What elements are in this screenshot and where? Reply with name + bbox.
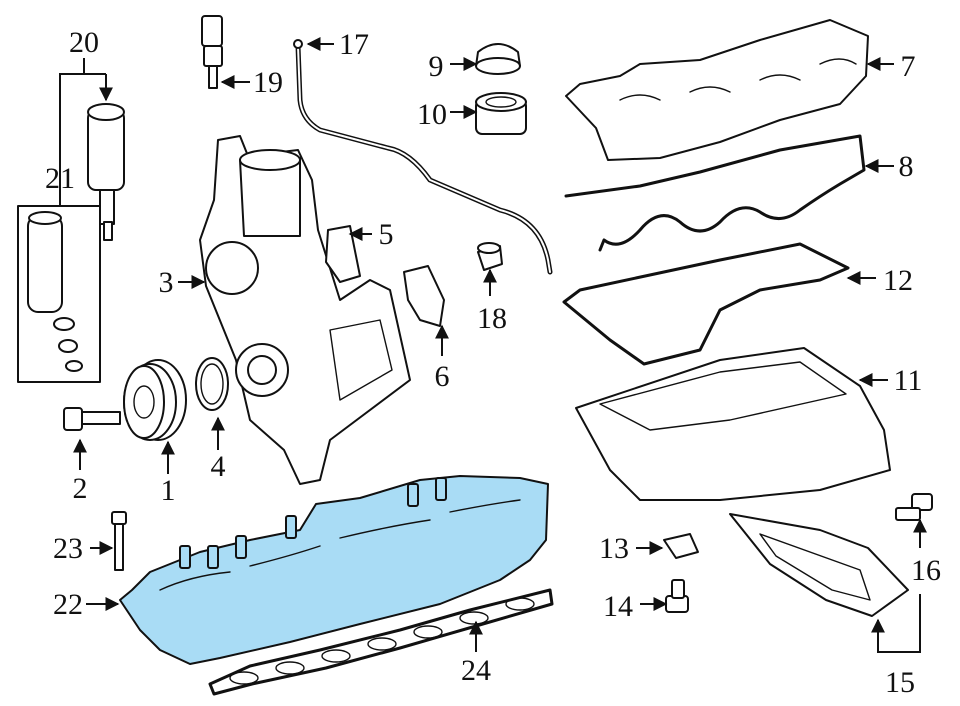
baffle <box>663 533 699 559</box>
callout-10: 10 <box>417 98 447 131</box>
valve-cover <box>565 19 869 161</box>
leader-lines <box>59 37 927 653</box>
callout-17: 17 <box>339 28 369 61</box>
drain-plug <box>665 579 689 613</box>
grommet <box>477 242 503 271</box>
pulley-bolt <box>63 407 121 431</box>
callout-12: 12 <box>883 264 913 297</box>
callout-23: 23 <box>53 532 83 565</box>
filter-kit-box <box>17 205 101 383</box>
filler-cap <box>475 43 521 75</box>
callout-9: 9 <box>429 50 444 83</box>
pan-bolt <box>895 493 933 521</box>
callout-8: 8 <box>899 150 914 183</box>
callout-20: 20 <box>69 26 99 59</box>
intake-manifold <box>119 475 549 665</box>
manifold-bolt <box>111 511 127 571</box>
callout-2: 2 <box>73 472 88 505</box>
oil-pan-gasket <box>562 242 850 366</box>
sensor <box>201 15 223 89</box>
crank-pulley <box>123 359 187 441</box>
callout-24: 24 <box>461 654 491 687</box>
callout-13: 13 <box>599 532 629 565</box>
dipstick-handle <box>293 39 303 49</box>
filler-neck <box>475 92 527 135</box>
timing-cover <box>199 135 411 485</box>
callout-11: 11 <box>894 364 923 397</box>
callout-6: 6 <box>435 360 450 393</box>
callout-7: 7 <box>901 50 916 83</box>
oil-pan <box>575 347 891 501</box>
callout-3: 3 <box>159 266 174 299</box>
callout-15: 15 <box>885 666 915 699</box>
callout-18: 18 <box>477 302 507 335</box>
pan-plate <box>729 513 909 617</box>
callout-16: 16 <box>911 554 941 587</box>
callout-4: 4 <box>211 450 226 483</box>
callout-14: 14 <box>603 590 633 623</box>
callout-1: 1 <box>161 474 176 507</box>
callout-21: 21 <box>45 162 75 195</box>
callout-labels: 1 2 3 4 5 6 7 8 9 10 11 12 13 14 15 16 1… <box>45 26 941 699</box>
manifold-gasket <box>208 588 554 696</box>
oil-filter-housing <box>87 103 125 241</box>
gasket-6 <box>403 265 445 327</box>
callout-22: 22 <box>53 588 83 621</box>
callout-5: 5 <box>379 218 394 251</box>
valve-cover-gasket <box>564 134 866 252</box>
callout-19: 19 <box>253 66 283 99</box>
